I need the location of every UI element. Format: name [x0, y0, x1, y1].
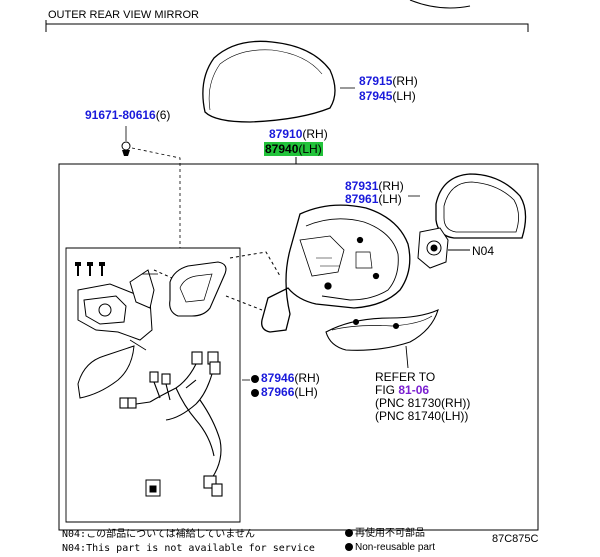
cover-rh-number[interactable]: 87915	[359, 74, 393, 88]
assembly-lh-number[interactable]: 87940	[265, 142, 299, 156]
lamp-cover-drawing	[77, 345, 135, 399]
nonreusable-bullet	[251, 374, 259, 383]
glass-lh-number[interactable]: 87961	[345, 192, 379, 206]
harness-lh-number[interactable]: 87966	[261, 385, 295, 399]
cover-part-rh: 87915(RH)	[359, 74, 418, 88]
cover-part-lh: 87945(LH)	[359, 89, 416, 103]
figure-link[interactable]: 81-06	[398, 383, 430, 397]
footer-note-jp: N04:この部品については補給していません	[62, 529, 255, 540]
footer-note-en: N04:This part is not available for servi…	[62, 543, 315, 554]
refer-line3: (PNC 81730(RH))	[375, 396, 471, 410]
wire-harness-drawing	[119, 351, 223, 497]
illustration-code: 87C875C	[492, 533, 539, 545]
screw-drawing	[121, 126, 181, 248]
screw-part: 91671-80616(6)	[85, 108, 171, 122]
nonreusable-bullet	[251, 388, 259, 397]
title-frame	[45, 20, 529, 32]
harness-part-rh: 87946(RH)	[251, 372, 320, 385]
cover-lh-number[interactable]: 87945	[359, 89, 393, 103]
legend-bullet	[345, 543, 353, 552]
assembly-part-rh: 87910(RH)	[269, 127, 328, 141]
connector-clip-drawing	[145, 479, 161, 497]
glass-part-lh: 87961(LH)	[345, 192, 402, 206]
glass-part-rh: 87931(RH)	[345, 179, 404, 193]
small-screws-drawing	[75, 262, 105, 276]
refer-line4: (PNC 81740(LH))	[375, 409, 469, 423]
assembly-frame	[58, 163, 539, 531]
glass-rh-number[interactable]: 87931	[345, 179, 379, 193]
mirror-actuator-drawing	[417, 227, 470, 269]
refer-line1: REFER TO	[375, 370, 436, 384]
mirror-cover-drawing	[202, 40, 355, 123]
harness-part-lh: 87966(LH)	[251, 386, 318, 399]
assembly-lh-highlight: 87940(LH)	[264, 142, 323, 156]
mirror-glass-drawing	[435, 173, 527, 239]
refer-line2: FIG 81-06	[375, 383, 430, 397]
harness-frame	[65, 247, 241, 523]
legend-nonreusable-en: Non-reusable part	[345, 541, 435, 554]
page-title: OUTER REAR VIEW MIRROR	[48, 9, 199, 21]
bracket-drawing	[153, 251, 281, 317]
retractor-mechanism-drawing	[77, 269, 158, 351]
actuator-note: N04	[472, 244, 495, 258]
harness-rh-number[interactable]: 87946	[261, 371, 295, 385]
turn-signal-lamp-drawing	[325, 309, 439, 369]
legend-nonreusable-jp: 再使用不可部品	[345, 527, 425, 540]
legend-bullet	[345, 529, 353, 538]
assembly-rh-number[interactable]: 87910	[269, 127, 303, 141]
mirror-housing-drawing	[261, 204, 411, 333]
assembly-part-lh: 87940(LH)	[264, 142, 323, 156]
screw-number[interactable]: 91671-80616	[85, 108, 156, 122]
